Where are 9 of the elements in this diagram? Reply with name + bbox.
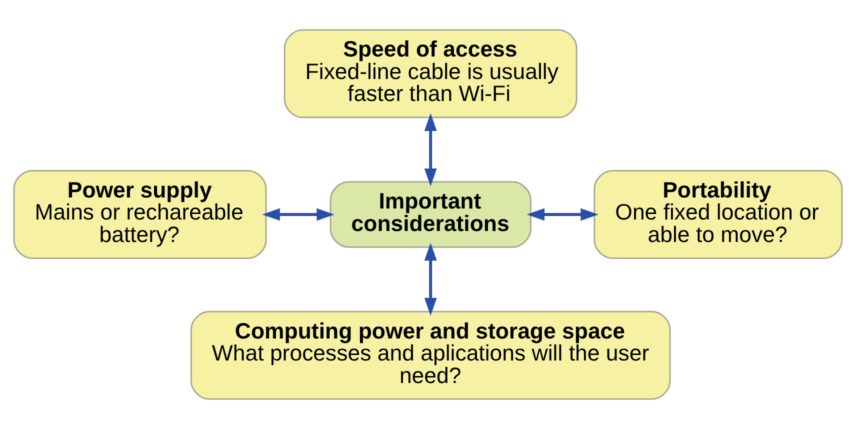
node-box: Power supply Mains or rechareable battery? — [13, 170, 267, 258]
arrow — [424, 112, 437, 186]
node-box: Important considerations — [330, 180, 532, 248]
arrow — [526, 208, 598, 220]
node-box: Computing power and storage space What processes and aplications will the user need? — [190, 310, 671, 400]
node-box: Portability One fixed location or able to move? — [594, 170, 843, 258]
arrow — [424, 242, 437, 316]
arrow — [262, 208, 334, 220]
node-box: Speed of access Fixed-line cable is usually faster than Wi-Fi — [284, 28, 578, 118]
